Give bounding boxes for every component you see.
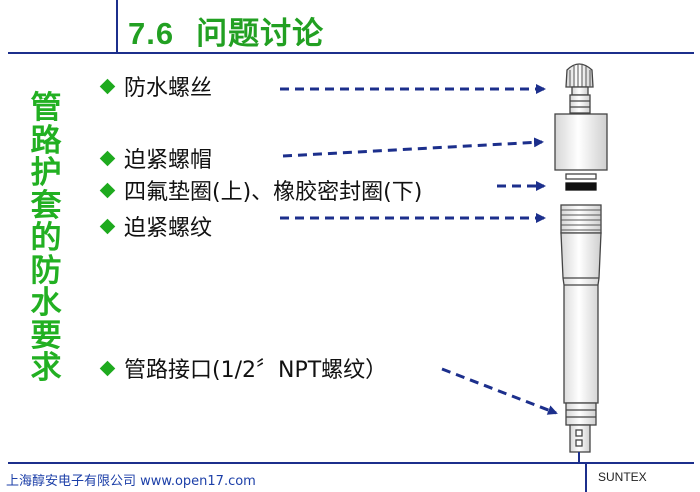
compression-thread [560,204,602,234]
side-title: 管 路 护 套 的 防 水 要 求 [26,92,66,385]
footer-rule [8,462,694,464]
label-text: 防水螺丝 [124,76,213,101]
pipe-connector [565,402,597,426]
section-number: 7.6 [128,16,175,51]
page-title: 7.6 问题讨论 [128,8,324,53]
header-rule [8,52,694,54]
waterproof-screw-neck [571,86,589,96]
side-title-char: 水 [30,285,62,321]
compression-nut [554,113,608,171]
arrow-compression-nut [282,137,544,158]
label-text: 管路接口(1/2〞NPT螺纹） [124,358,388,383]
side-title-char: 路 [30,122,62,159]
side-title-char: 管 [30,90,62,126]
sleeve-drawing [554,63,608,462]
rubber-seal-ring [565,182,597,191]
side-title-char: 的 [30,220,62,256]
label-waterproof-screw: 防水螺丝 [98,70,212,102]
ptfe-gasket [565,173,597,180]
label-gaskets: 四氟垫圈(上)、橡胶密封圈(下) [98,174,422,206]
cable-end [569,424,591,453]
sleeve-tube [560,232,602,404]
label-compression-thread: 迫紧螺纹 [98,210,212,242]
footer-divider-vertical [585,462,587,492]
pointer-arrows [280,84,558,415]
arrow-pipe-connector [441,367,558,415]
label-pipe-connector: 管路接口(1/2〞NPT螺纹） [98,352,387,384]
label-text: 迫紧螺帽 [124,148,213,173]
side-title-char: 套 [30,187,62,224]
side-title-char: 防 [30,252,62,289]
label-text: 迫紧螺纹 [124,216,213,241]
side-title-char: 求 [30,350,62,386]
label-text: 四氟垫圈(上)、橡胶密封圈(下) [124,180,423,205]
section-title: 问题讨论 [196,16,325,52]
header-divider-vertical [116,0,118,52]
footer-company: 上海醇安电子有限公司 www.open17.com [6,474,256,489]
footer-brand: SUNTEX [598,470,647,484]
side-title-char: 要 [30,317,62,354]
side-title-char: 护 [30,155,62,191]
label-compression-nut: 迫紧螺帽 [98,142,212,174]
